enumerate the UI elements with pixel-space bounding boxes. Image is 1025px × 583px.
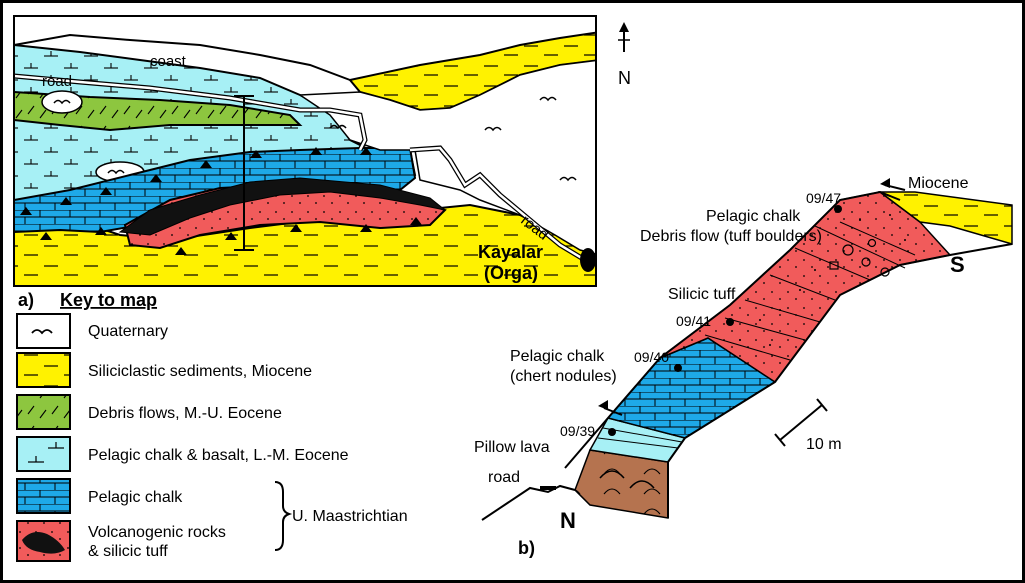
section-road-label: road <box>488 469 520 486</box>
miocene-label: Miocene <box>908 175 969 192</box>
map-border <box>13 15 597 287</box>
chert-nodules-label: (chert nodules) <box>510 368 617 385</box>
panel-a-label: a) <box>18 290 34 310</box>
north-end-label: N <box>560 508 576 533</box>
key-label-volcanogenic: Volcanogenic rocks <box>88 524 226 541</box>
key-label-silicic-tuff: & silicic tuff <box>88 543 168 560</box>
sample-0947-label: 09/47 <box>806 190 841 206</box>
key-label-debris: Debris flows, M.-U. Eocene <box>88 405 282 422</box>
coast-label: coast <box>150 53 187 70</box>
town-name: Kayalar <box>478 242 543 262</box>
sample-0941-marker <box>726 318 734 326</box>
maastrichtian-bracket <box>274 481 293 551</box>
town-alt-name: (Orga) <box>484 263 538 283</box>
sample-0940-marker <box>674 364 682 372</box>
key-label-miocene: Siliciclastic sediments, Miocene <box>88 363 312 380</box>
north-label: N <box>618 68 631 88</box>
south-label: S <box>950 252 965 277</box>
stratigraphic-section <box>481 178 1013 521</box>
key-item-pelagic-chalk: Pelagic chalk <box>16 478 183 514</box>
swatch-pelagic-chalk <box>16 478 71 514</box>
pelagic-chalk-top-label: Pelagic chalk <box>706 208 801 225</box>
sample-0940-label: 09/40 <box>634 349 669 365</box>
scale-bar <box>774 398 828 447</box>
key-item-quaternary: Quaternary <box>16 313 168 349</box>
panel-b-label: b) <box>518 538 535 558</box>
scale-label: 10 m <box>806 436 842 453</box>
swatch-miocene <box>16 352 71 388</box>
key-label-pelagic-chalk: Pelagic chalk <box>88 489 183 506</box>
silicic-tuff-label: Silicic tuff <box>668 286 736 303</box>
road-label-map-left: road <box>42 73 72 90</box>
key-item-eocene-chalk: Pelagic chalk & basalt, L.-M. Eocene <box>16 436 349 472</box>
key-label-quaternary: Quaternary <box>88 323 168 340</box>
key-title: Key to map <box>60 290 157 310</box>
key-item-miocene: Siliciclastic sediments, Miocene <box>16 352 312 388</box>
sample-0941-label: 09/41 <box>676 313 711 329</box>
sample-0939-label: 09/39 <box>560 423 595 439</box>
town-marker <box>580 248 596 272</box>
pelagic-chalk-mid-label: Pelagic chalk <box>510 348 605 365</box>
geologic-map <box>14 16 596 286</box>
key-item-debris: Debris flows, M.-U. Eocene <box>16 394 282 430</box>
swatch-eocene-chalk <box>16 436 71 472</box>
bracket-label: U. Maastrichtian <box>292 508 408 525</box>
sample-0947-marker <box>834 205 842 213</box>
sample-0939-marker <box>608 428 616 436</box>
north-arrow-icon <box>618 22 630 52</box>
key-label-eocene-chalk: Pelagic chalk & basalt, L.-M. Eocene <box>88 447 349 464</box>
key-item-volcanogenic: Volcanogenic rocks & silicic tuff <box>16 520 226 562</box>
pillow-lava-label: Pillow lava <box>474 439 550 456</box>
debris-flow-label: Debris flow (tuff boulders) <box>640 228 822 245</box>
swatch-debris <box>16 394 71 430</box>
